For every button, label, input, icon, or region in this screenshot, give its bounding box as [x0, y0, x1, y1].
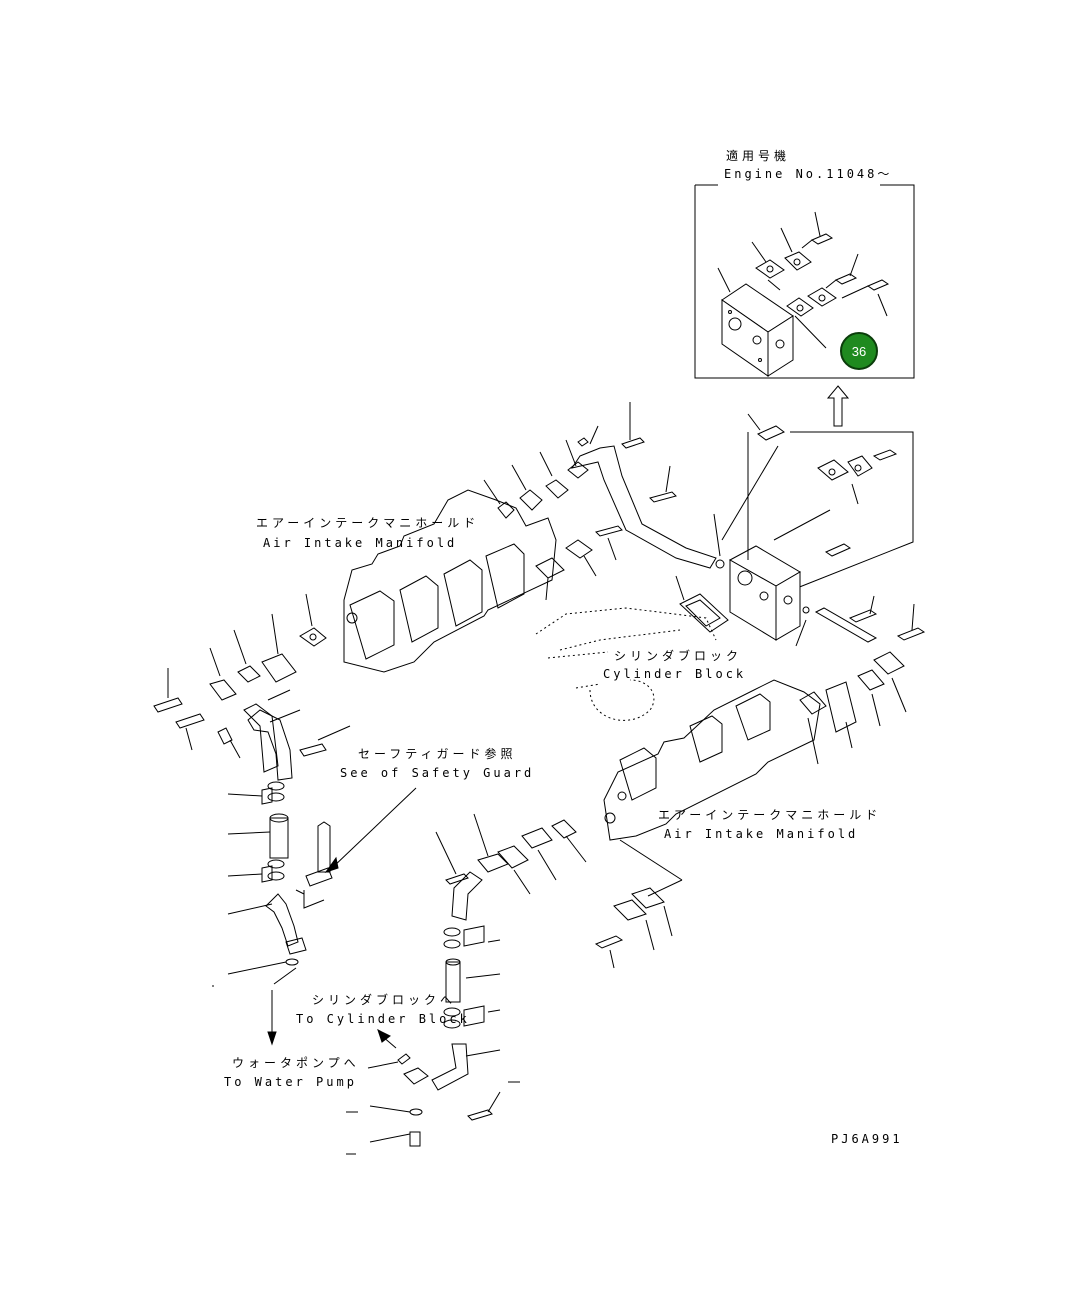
lower-manifold-label-jp: エアーインテークマニホールド [658, 808, 882, 822]
left-water-pipe [212, 710, 416, 1044]
callout-36-number: 36 [851, 343, 867, 359]
water-pump-label-jp: ウォータポンプへ [232, 1056, 360, 1070]
inset-title-jp: 適用号機 [726, 149, 791, 163]
cylinder-gasket [676, 576, 728, 632]
up-arrow-icon [828, 386, 848, 426]
upper-pipe [536, 402, 724, 600]
inset-housing [722, 284, 793, 376]
safety-guard-label-jp: セーフティガード参照 [358, 747, 517, 761]
upper-manifold [154, 440, 576, 772]
inset-box [695, 185, 914, 378]
lower-manifold-label-en: Air Intake Manifold [664, 827, 859, 841]
callout-36-marker[interactable]: 36 [840, 332, 878, 370]
inset-leaders [718, 212, 887, 348]
to-cylinder-label-jp: シリンダブロックへ [312, 993, 457, 1007]
water-pump-label-en: To Water Pump [224, 1075, 357, 1089]
upper-manifold-label-jp: エアーインテークマニホールド [256, 516, 480, 530]
inset-bolts [802, 234, 888, 298]
safety-guard-label-en: See of Safety Guard [340, 766, 535, 780]
lower-manifold [498, 596, 924, 968]
inset-gaskets [756, 252, 836, 316]
cylinder-block-label-jp: シリンダブロック [614, 649, 743, 663]
lower-center-pipe [346, 814, 520, 1154]
to-cylinder-label-en: To Cylinder Block [296, 1012, 470, 1026]
inset-title-en: Engine No.11048～ [724, 167, 893, 181]
drawing-code: PJ6A991 [831, 1132, 903, 1146]
right-housing [722, 414, 913, 640]
cylinder-block-label-en: Cylinder Block [603, 667, 747, 681]
upper-manifold-label-en: Air Intake Manifold [263, 536, 458, 550]
cylinder-block [536, 608, 716, 720]
